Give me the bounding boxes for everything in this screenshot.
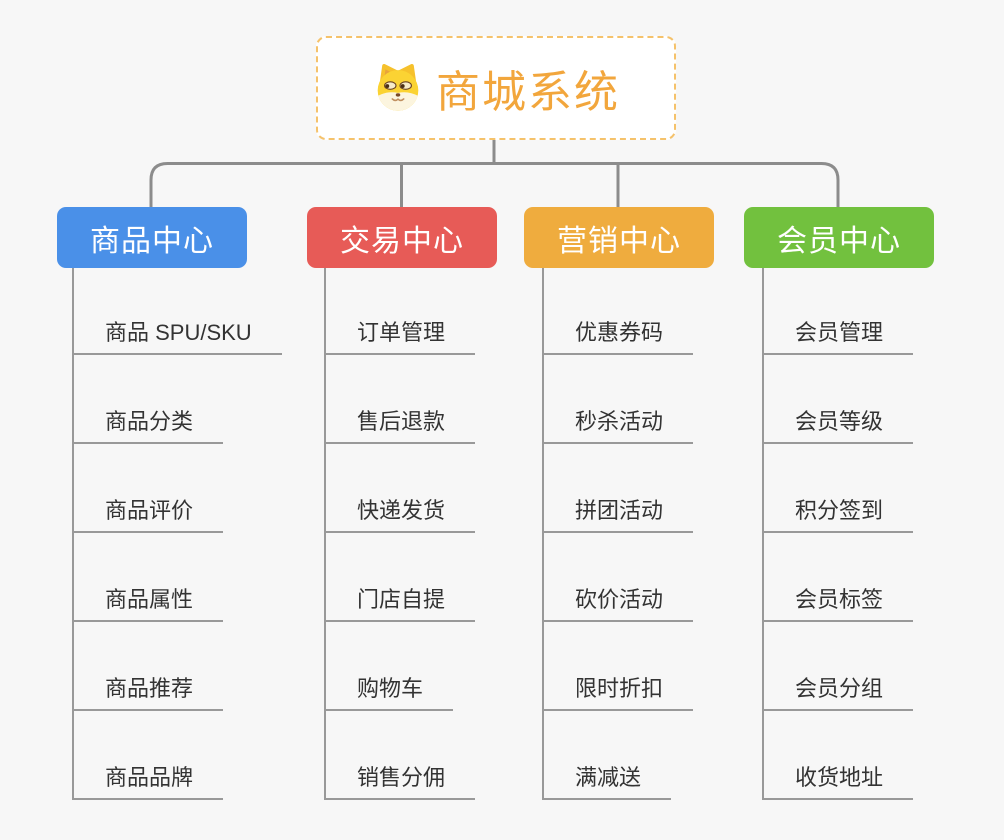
leaf-node[interactable]: 满减送 <box>542 764 672 800</box>
connector-lines <box>149 140 840 207</box>
branch-node-marketing-center[interactable]: 营销中心 <box>524 207 714 268</box>
branch-node-product-center[interactable]: 商品中心 <box>57 207 247 268</box>
leaf-node[interactable]: 拼团活动 <box>542 497 694 533</box>
leaf-node[interactable]: 商品分类 <box>72 408 224 444</box>
branch-spine <box>542 268 544 800</box>
leaf-node[interactable]: 秒杀活动 <box>542 408 694 444</box>
leaf-node[interactable]: 会员标签 <box>762 586 914 622</box>
branch-spine <box>72 268 74 800</box>
root-node-label: 商城系统 <box>436 68 620 117</box>
leaf-node[interactable]: 收货地址 <box>762 764 914 800</box>
leaf-node[interactable]: 订单管理 <box>324 319 476 355</box>
branch-spine <box>324 268 326 800</box>
leaf-node[interactable]: 会员等级 <box>762 408 914 444</box>
branch-node-member-center[interactable]: 会员中心 <box>744 207 934 268</box>
leaf-node[interactable]: 商品属性 <box>72 586 224 622</box>
leaf-node[interactable]: 购物车 <box>324 675 454 711</box>
branch-node-trade-center[interactable]: 交易中心 <box>307 207 497 268</box>
leaf-node[interactable]: 积分签到 <box>762 497 914 533</box>
leaf-node[interactable]: 优惠券码 <box>542 319 694 355</box>
leaf-node[interactable]: 商品评价 <box>72 497 224 533</box>
leaf-node[interactable]: 砍价活动 <box>542 586 694 622</box>
leaf-node[interactable]: 商品推荐 <box>72 675 224 711</box>
leaf-node[interactable]: 销售分佣 <box>324 764 476 800</box>
leaf-node[interactable]: 商品 SPU/SKU <box>72 319 282 355</box>
root-node-mall-system[interactable]: 商城系统 <box>316 36 676 140</box>
leaf-node[interactable]: 快递发货 <box>324 497 476 533</box>
branch-spine <box>762 268 764 800</box>
leaf-node[interactable]: 商品品牌 <box>72 764 224 800</box>
leaf-node[interactable]: 门店自提 <box>324 586 476 622</box>
shiba-dog-icon <box>377 64 419 111</box>
leaf-node[interactable]: 会员管理 <box>762 319 914 355</box>
leaf-node[interactable]: 售后退款 <box>324 408 476 444</box>
leaf-node[interactable]: 限时折扣 <box>542 675 694 711</box>
leaf-node[interactable]: 会员分组 <box>762 675 914 711</box>
